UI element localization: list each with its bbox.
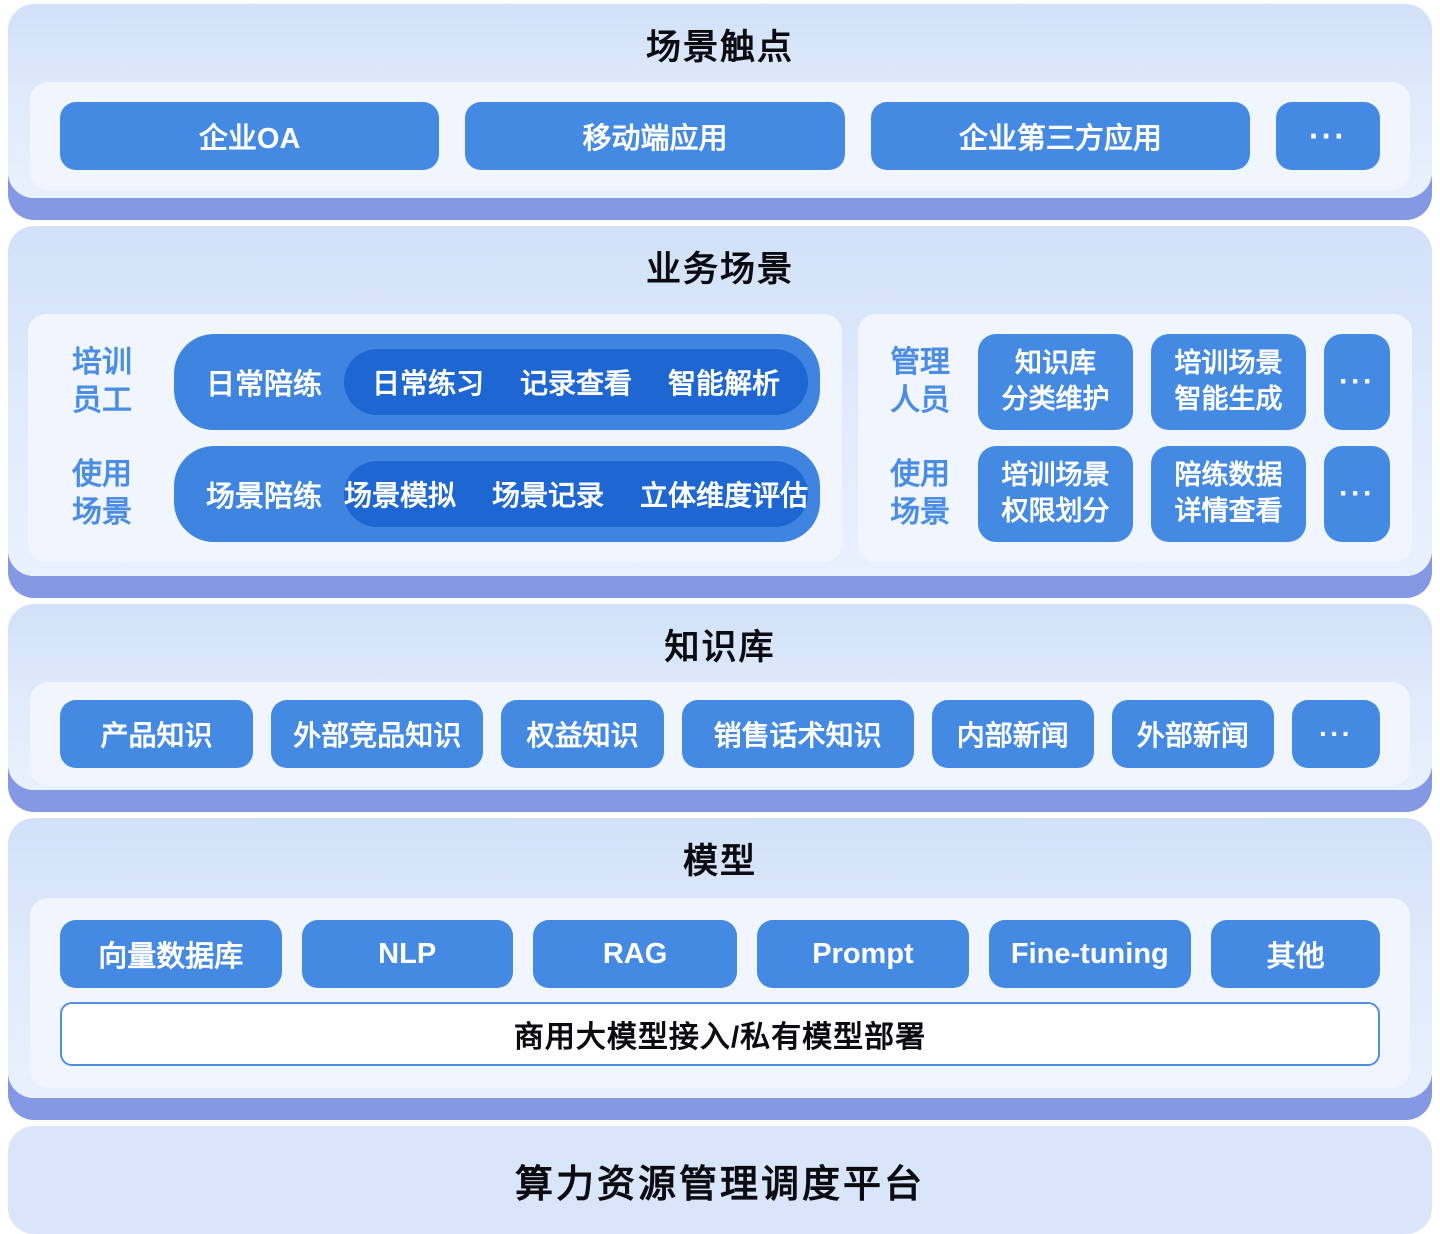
item-record-view[interactable]: 记录查看 <box>520 368 633 399</box>
scene-sparring-items: 场景模拟 场景记录 立体维度评估 <box>344 461 809 527</box>
button-sparring-data-detail[interactable]: 陪练数据 详情查看 <box>1151 446 1306 542</box>
button-line: 知识库 <box>1015 348 1097 379</box>
button-fine-tuning[interactable]: Fine-tuning <box>988 920 1192 988</box>
button-competitor-knowledge[interactable]: 外部竞品知识 <box>271 700 484 768</box>
item-multidim-evaluation[interactable]: 立体维度评估 <box>640 480 809 511</box>
item-scene-simulation[interactable]: 场景模拟 <box>344 480 457 511</box>
button-line: 智能生成 <box>1174 384 1283 414</box>
button-enterprise-oa[interactable]: 企业OA <box>60 102 440 170</box>
button-sales-script-knowledge[interactable]: 销售话术知识 <box>681 700 914 768</box>
label-line: 培训 <box>72 345 132 379</box>
label-line: 管理 <box>890 345 951 379</box>
knowledge-base-title: 知识库 <box>664 628 776 667</box>
llm-access-banner: 商用大模型接入/私有模型部署 <box>60 1002 1380 1066</box>
manager-scenes-panel: 管理 人员 知识库 分类维护 培训场景 智能生成 ··· 使用 场景 培训场景 … <box>858 314 1412 562</box>
button-line: 培训场景 <box>1174 348 1283 379</box>
button-vector-database[interactable]: 向量数据库 <box>60 920 282 988</box>
section-models: 模型 向量数据库 NLP RAG Prompt Fine-tuning 其他 商… <box>8 818 1432 1098</box>
daily-sparring-pill[interactable]: 日常陪练 日常练习 记录查看 智能解析 <box>174 334 821 430</box>
button-line: 分类维护 <box>1001 384 1110 414</box>
item-smart-analysis[interactable]: 智能解析 <box>668 368 781 399</box>
section-computing-platform: 算力资源管理调度平台 <box>8 1126 1432 1234</box>
business-scenes-title: 业务场景 <box>645 250 794 289</box>
button-mobile-app[interactable]: 移动端应用 <box>465 102 845 170</box>
button-nlp[interactable]: NLP <box>301 920 513 988</box>
button-line: 陪练数据 <box>1174 460 1283 491</box>
label-line: 使用 <box>72 457 132 491</box>
scene-touchpoints-title: 场景触点 <box>645 28 794 67</box>
models-panel: 向量数据库 NLP RAG Prompt Fine-tuning 其他 商用大模… <box>30 898 1410 1088</box>
button-line: 培训场景 <box>1001 460 1110 491</box>
knowledge-panel: 产品知识 外部竞品知识 权益知识 销售话术知识 内部新闻 外部新闻 ··· <box>30 682 1410 786</box>
button-third-party-app[interactable]: 企业第三方应用 <box>870 102 1250 170</box>
label-line: 人员 <box>890 384 951 417</box>
button-kb-category-maintenance[interactable]: 知识库 分类维护 <box>978 334 1134 430</box>
models-button-row: 向量数据库 NLP RAG Prompt Fine-tuning 其他 <box>60 920 1380 988</box>
button-product-knowledge[interactable]: 产品知识 <box>60 700 254 768</box>
button-rag[interactable]: RAG <box>532 920 738 988</box>
label-line: 使用 <box>890 457 951 491</box>
touchpoints-panel: 企业OA 移动端应用 企业第三方应用 ··· <box>30 82 1410 190</box>
section-knowledge-base: 知识库 产品知识 外部竞品知识 权益知识 销售话术知识 内部新闻 外部新闻 ··… <box>8 604 1432 790</box>
label-usage-scene-left: 使用 场景 <box>50 456 154 533</box>
button-scene-smart-generation[interactable]: 培训场景 智能生成 <box>1151 334 1306 430</box>
label-training-employee: 培训 员工 <box>50 344 154 421</box>
label-manager: 管理 人员 <box>880 344 960 421</box>
label-usage-scene-right: 使用 场景 <box>880 456 960 533</box>
models-title: 模型 <box>682 842 757 881</box>
section-business-scenes: 业务场景 培训 员工 日常陪练 日常练习 记录查看 智能解析 使用 场景 场景陪… <box>8 226 1432 576</box>
manager-row1-more-button[interactable]: ··· <box>1324 334 1390 430</box>
button-internal-news[interactable]: 内部新闻 <box>931 700 1094 768</box>
item-scene-record[interactable]: 场景记录 <box>492 480 605 511</box>
button-scene-permission-division[interactable]: 培训场景 权限划分 <box>978 446 1134 542</box>
scene-sparring-pill[interactable]: 场景陪练 场景模拟 场景记录 立体维度评估 <box>174 446 821 542</box>
daily-sparring-label: 日常陪练 <box>206 369 323 401</box>
employee-scenes-panel: 培训 员工 日常陪练 日常练习 记录查看 智能解析 使用 场景 场景陪练 场景模… <box>28 314 843 562</box>
scene-sparring-label: 场景陪练 <box>206 481 323 513</box>
label-line: 场景 <box>72 496 132 529</box>
label-line: 场景 <box>890 496 951 529</box>
business-panels: 培训 员工 日常陪练 日常练习 记录查看 智能解析 使用 场景 场景陪练 场景模… <box>28 314 1412 562</box>
knowledge-more-button[interactable]: ··· <box>1291 700 1380 768</box>
button-rights-knowledge[interactable]: 权益知识 <box>501 700 664 768</box>
touchpoints-more-button[interactable]: ··· <box>1275 102 1380 170</box>
computing-platform-title: 算力资源管理调度平台 <box>514 1163 925 1206</box>
button-line: 权限划分 <box>1001 496 1110 526</box>
section-scene-touchpoints: 场景触点 企业OA 移动端应用 企业第三方应用 ··· <box>8 4 1432 198</box>
item-daily-practice[interactable]: 日常练习 <box>372 368 485 399</box>
daily-sparring-items: 日常练习 记录查看 智能解析 <box>344 349 809 415</box>
manager-row2-more-button[interactable]: ··· <box>1324 446 1390 542</box>
label-line: 员工 <box>72 384 132 417</box>
button-line: 详情查看 <box>1174 496 1283 526</box>
button-prompt[interactable]: Prompt <box>757 920 969 988</box>
button-other[interactable]: 其他 <box>1211 920 1380 988</box>
button-external-news[interactable]: 外部新闻 <box>1111 700 1274 768</box>
